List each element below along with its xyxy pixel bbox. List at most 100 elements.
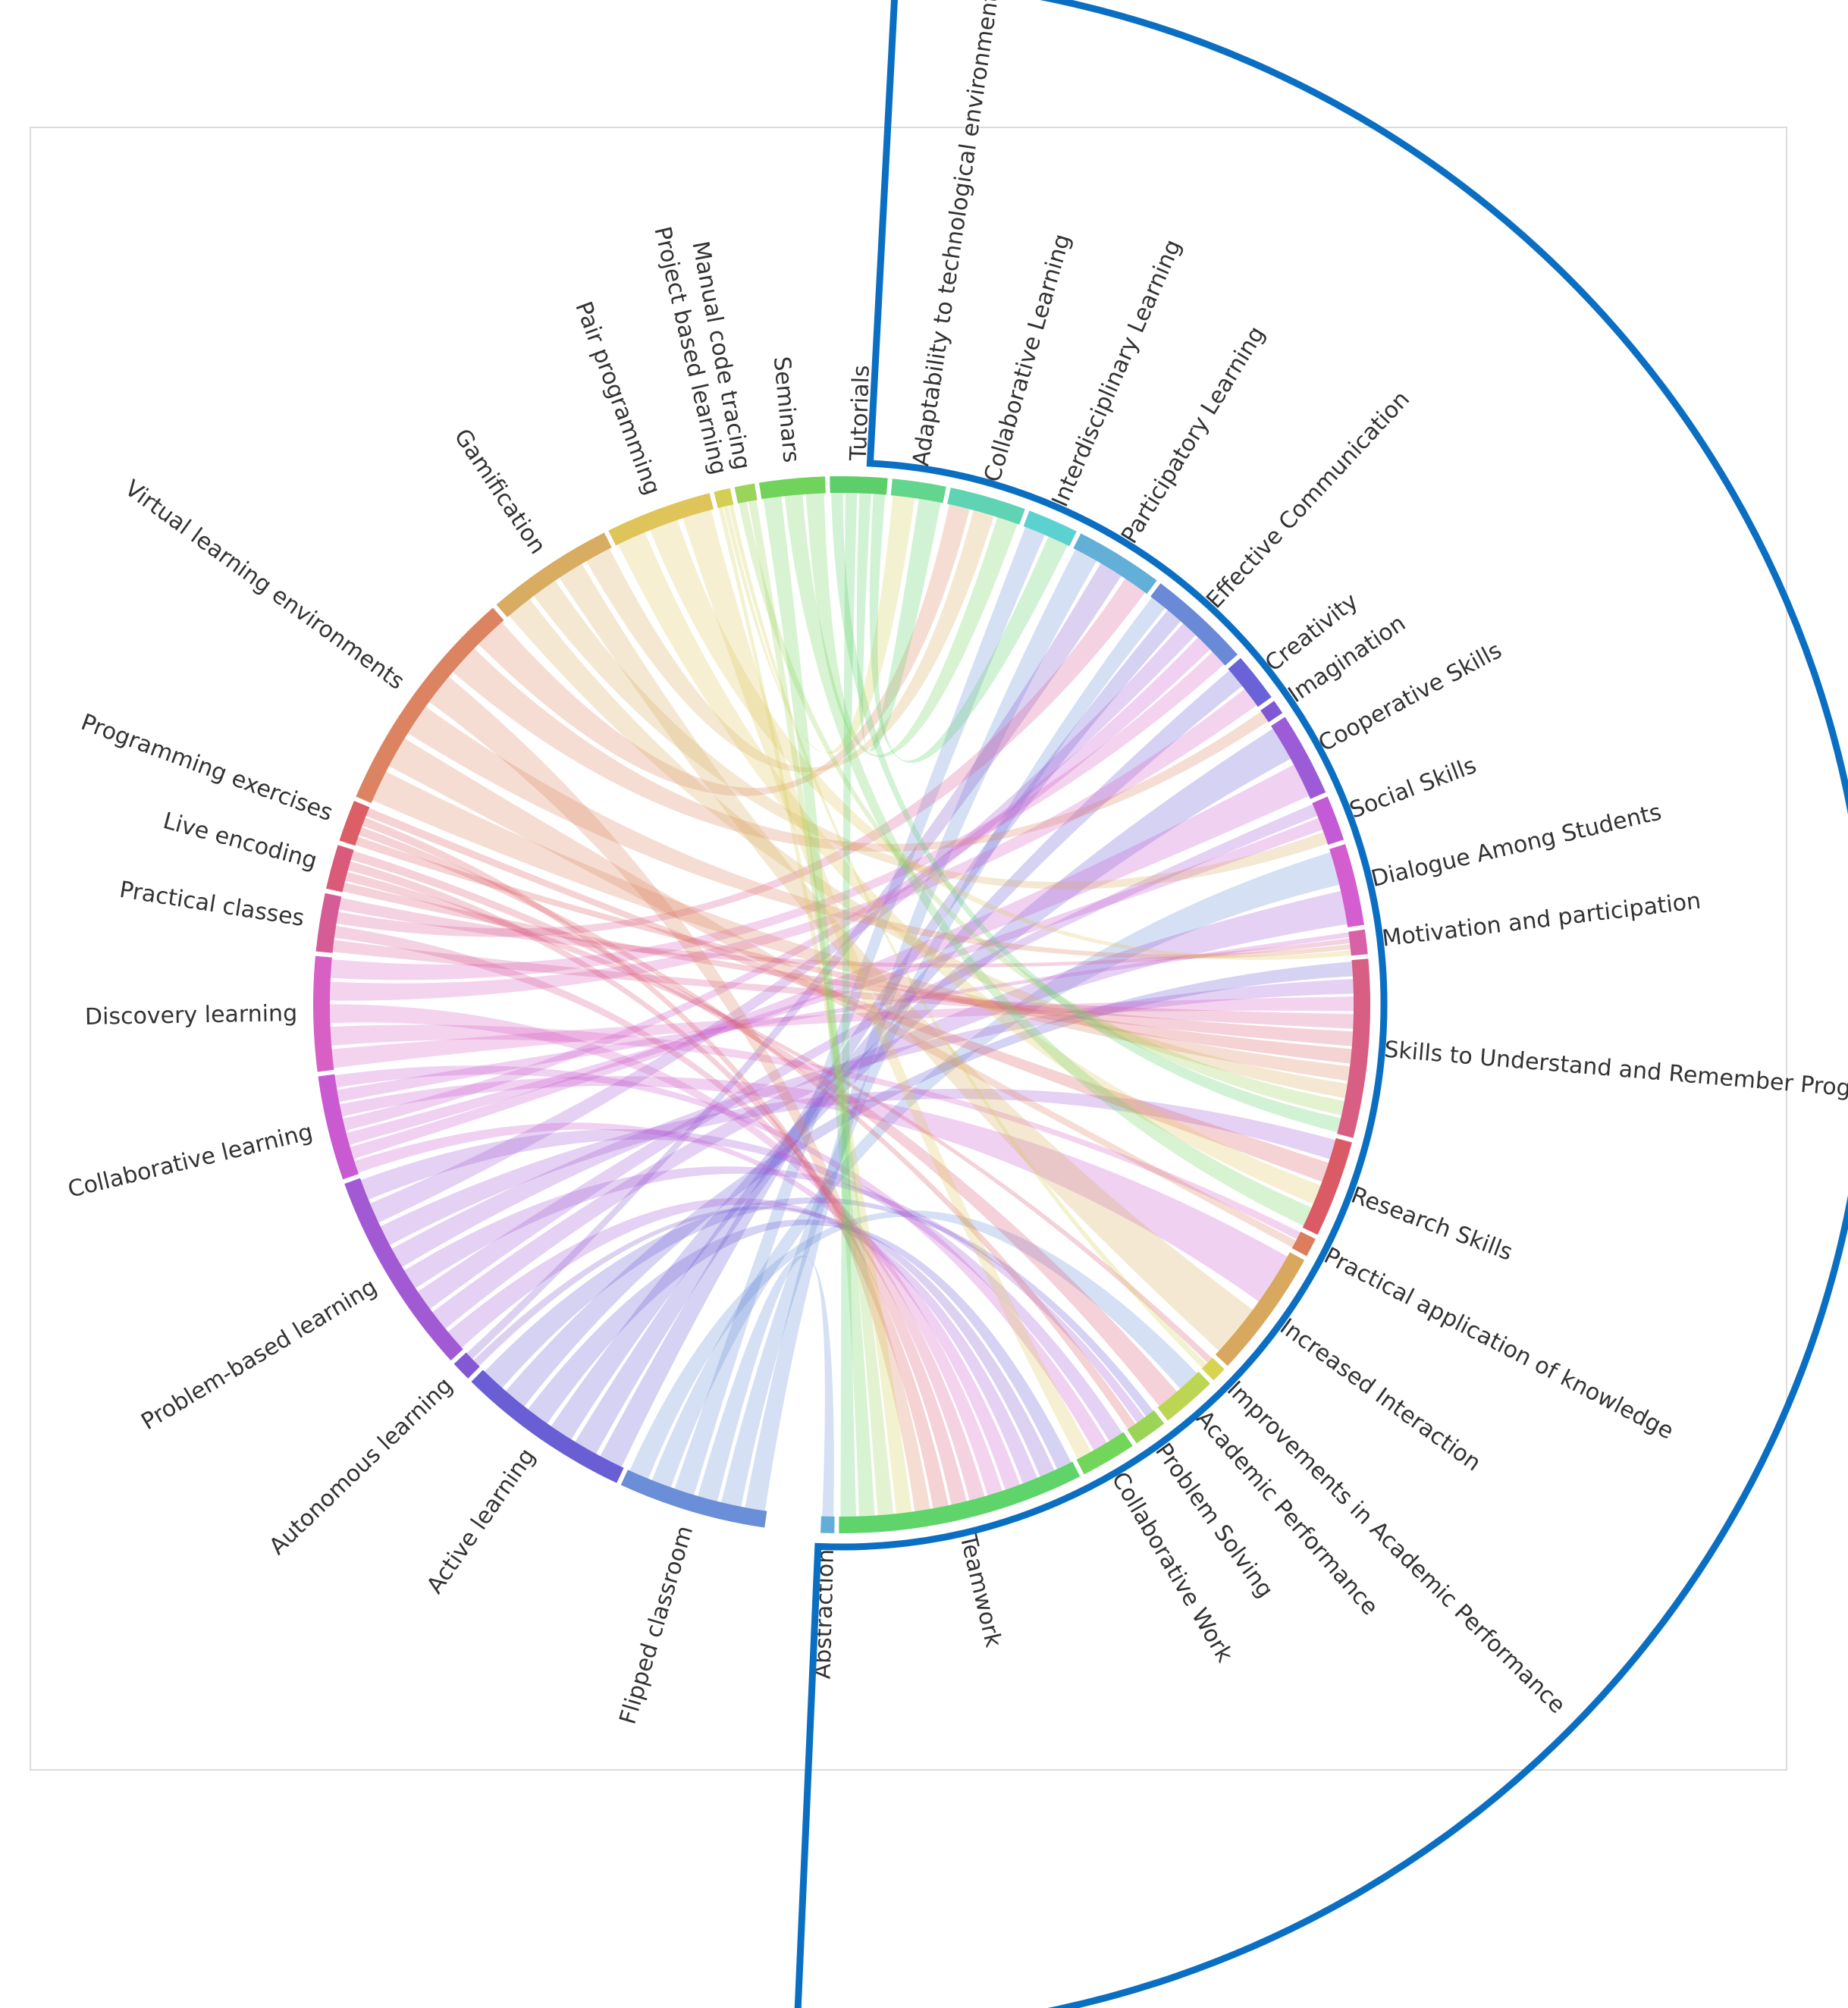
arc-participatory-learning[interactable] bbox=[1073, 533, 1157, 595]
arc-active-learning[interactable] bbox=[471, 1370, 624, 1483]
label-gamification: Gamification bbox=[449, 424, 551, 559]
chord-problem-based-learning-dialogue-among-students[interactable] bbox=[432, 890, 1348, 1329]
arc-abstraction[interactable] bbox=[820, 1516, 835, 1533]
arc-research-skills[interactable] bbox=[1302, 1137, 1352, 1235]
arc-manual-code-tracing[interactable] bbox=[734, 483, 758, 504]
highlight-outline bbox=[794, 0, 1848, 2008]
chord-live-encoding-skills-to-understand-and-remember-programming-concepts[interactable] bbox=[342, 882, 1354, 1046]
chord-programming-exercises-skills-to-understand-and-remember-programming-concepts[interactable] bbox=[355, 836, 1352, 1064]
chord-project-based-learning-teamwork[interactable] bbox=[718, 507, 912, 1514]
arc-live-encoding[interactable] bbox=[326, 845, 354, 893]
arc-collaborative-learning[interactable] bbox=[947, 487, 1025, 525]
label-motivation-and-participation: Motivation and participation bbox=[1381, 888, 1702, 952]
chord-virtual-learning-environments-imagination[interactable] bbox=[453, 648, 1269, 852]
arc-adaptability-to-technological-environments[interactable] bbox=[890, 478, 946, 504]
chord-autonomous-learning-participatory-learning[interactable] bbox=[466, 563, 1122, 1360]
arc-gamification[interactable] bbox=[496, 532, 612, 618]
arc-collaborative-work[interactable] bbox=[1076, 1432, 1133, 1475]
chord-active-learning-cooperative-skills[interactable] bbox=[551, 729, 1291, 1440]
chord-gamification-social-skills[interactable] bbox=[533, 580, 1328, 889]
chord-collaborative-learning-increased-interaction[interactable] bbox=[339, 1076, 1288, 1302]
arc-improvements-in-academic-performance[interactable] bbox=[1201, 1357, 1225, 1381]
arc-academic-performance[interactable] bbox=[1157, 1371, 1210, 1421]
chord-tutorials-adaptability-to-technological-environments[interactable] bbox=[856, 493, 941, 751]
label-collaborative-learning: Collaborative learning bbox=[65, 1119, 315, 1203]
chord-discovery-learning-practical-application-of-knowledge[interactable] bbox=[330, 1024, 1301, 1240]
chord-group bbox=[330, 493, 1354, 1517]
chord-flipped-classroom-interdisciplinary-learning[interactable] bbox=[674, 526, 1045, 1495]
arc-discovery-learning[interactable] bbox=[313, 955, 334, 1072]
chord-programming-exercises-research-skills[interactable] bbox=[366, 808, 1329, 1182]
chord-discovery-learning-skills-to-understand-and-remember-programming-concepts[interactable] bbox=[331, 996, 1354, 1068]
label-autonomous-learning: Autonomous learning bbox=[264, 1373, 458, 1561]
arc-collaborative-learning[interactable] bbox=[318, 1074, 359, 1180]
label-virtual-learning-environments: Virtual learning environments bbox=[120, 475, 409, 695]
label-adaptability-to-technological-environments: Adaptability to technological environmen… bbox=[908, 0, 1006, 468]
chord-pair-programming-collaborative-work[interactable] bbox=[682, 510, 1092, 1459]
arc-skills-to-understand-and-remember-programming-concepts[interactable] bbox=[1337, 959, 1370, 1138]
chord-virtual-learning-environments-motivation-and-participation[interactable] bbox=[407, 706, 1351, 959]
label-flipped-classroom: Flipped classroom bbox=[615, 1523, 699, 1727]
label-pair-programming: Pair programming bbox=[569, 298, 665, 498]
arc-practical-application-of-knowledge[interactable] bbox=[1291, 1231, 1316, 1257]
arc-teamwork[interactable] bbox=[839, 1461, 1081, 1534]
chord-gamification-increased-interaction[interactable] bbox=[559, 563, 1253, 1351]
arc-flipped-classroom[interactable] bbox=[620, 1470, 767, 1528]
arc-seminars[interactable] bbox=[758, 476, 826, 500]
chord-virtual-learning-environments-collaborative-learning[interactable] bbox=[478, 504, 970, 796]
arc-virtual-learning-environments[interactable] bbox=[356, 607, 504, 804]
arc-interdisciplinary-learning[interactable] bbox=[1023, 510, 1077, 547]
label-effective-communication: Effective Communication bbox=[1201, 386, 1415, 613]
arc-tutorials[interactable] bbox=[830, 476, 888, 495]
chord-manual-code-tracing-teamwork[interactable] bbox=[748, 500, 894, 1516]
chord-tutorials-interdisciplinary-learning[interactable] bbox=[869, 494, 1068, 764]
chord-practical-classes-teamwork[interactable] bbox=[334, 925, 985, 1501]
label-participatory-learning: Participatory Learning bbox=[1116, 322, 1270, 548]
label-improvements-in-academic-performance: Improvements in Academic Performance bbox=[1222, 1376, 1570, 1719]
label-social-skills: Social Skills bbox=[1346, 752, 1480, 824]
label-active-learning: Active learning bbox=[422, 1444, 541, 1599]
label-problem-based-learning: Problem-based learning bbox=[136, 1273, 381, 1435]
arc-social-skills[interactable] bbox=[1312, 796, 1344, 846]
chord-active-learning-problem-solving[interactable] bbox=[485, 1197, 1153, 1417]
chord-seminars-teamwork[interactable] bbox=[763, 496, 875, 1517]
chord-active-learning-teamwork[interactable] bbox=[528, 1219, 1071, 1470]
plot-frame bbox=[30, 127, 1787, 1771]
arc-creativity[interactable] bbox=[1228, 657, 1272, 708]
arc-increased-interaction[interactable] bbox=[1215, 1252, 1305, 1366]
chord-flipped-classroom-abstraction[interactable] bbox=[698, 1255, 834, 1517]
arc-cooperative-skills[interactable] bbox=[1271, 717, 1326, 799]
arc-imagination[interactable] bbox=[1260, 701, 1283, 723]
chord-active-learning-effective-communication[interactable] bbox=[600, 610, 1181, 1467]
arc-problem-based-learning[interactable] bbox=[344, 1178, 463, 1361]
chord-practical-classes-participatory-learning[interactable] bbox=[336, 578, 1146, 937]
chord-collaborative-learning-social-skills[interactable] bbox=[346, 817, 1323, 1145]
chord-virtual-learning-environments-practical-application-of-knowledge[interactable] bbox=[388, 738, 1297, 1248]
chord-collaborative-learning-collaborative-work[interactable] bbox=[334, 1065, 1107, 1451]
chord-collaborative-learning-motivation-and-participation[interactable] bbox=[337, 932, 1350, 1103]
chord-flipped-classroom-participatory-learning[interactable] bbox=[745, 549, 1097, 1511]
chord-tutorials-teamwork[interactable] bbox=[840, 493, 858, 1517]
chord-seminars-collaborative-learning[interactable] bbox=[805, 493, 1018, 758]
arc-autonomous-learning[interactable] bbox=[453, 1352, 480, 1379]
arc-pair-programming[interactable] bbox=[608, 493, 714, 546]
chord-collaborative-learning-cooperative-skills[interactable] bbox=[350, 764, 1310, 1159]
label-research-skills: Research Skills bbox=[1348, 1182, 1516, 1266]
label-skills-to-understand-and-remember-programming-concepts: Skills to Understand and Remember Progra… bbox=[1383, 1037, 1848, 1120]
label-seminars: Seminars bbox=[768, 356, 805, 464]
label-practical-classes: Practical classes bbox=[118, 877, 306, 932]
chord-problem-based-learning-collaborative-work[interactable] bbox=[360, 1128, 1122, 1442]
arc-project-based-learning[interactable] bbox=[714, 488, 734, 509]
arc-dialogue-among-students[interactable] bbox=[1329, 844, 1364, 927]
label-discovery-learning: Discovery learning bbox=[85, 1000, 298, 1031]
chord-practical-classes-skills-to-understand-and-remember-programming-concepts[interactable] bbox=[332, 940, 1354, 1029]
arc-problem-solving[interactable] bbox=[1127, 1410, 1165, 1444]
label-teamwork: Teamwork bbox=[954, 1531, 1006, 1650]
arc-effective-communication[interactable] bbox=[1150, 583, 1238, 666]
arc-programming-exercises[interactable] bbox=[339, 801, 370, 846]
chord-project-based-learning-adaptability-to-technological-environments[interactable] bbox=[723, 495, 915, 754]
arc-practical-classes[interactable] bbox=[315, 893, 342, 953]
arc-motivation-and-participation[interactable] bbox=[1348, 929, 1368, 956]
label-live-encoding: Live encoding bbox=[160, 808, 319, 874]
